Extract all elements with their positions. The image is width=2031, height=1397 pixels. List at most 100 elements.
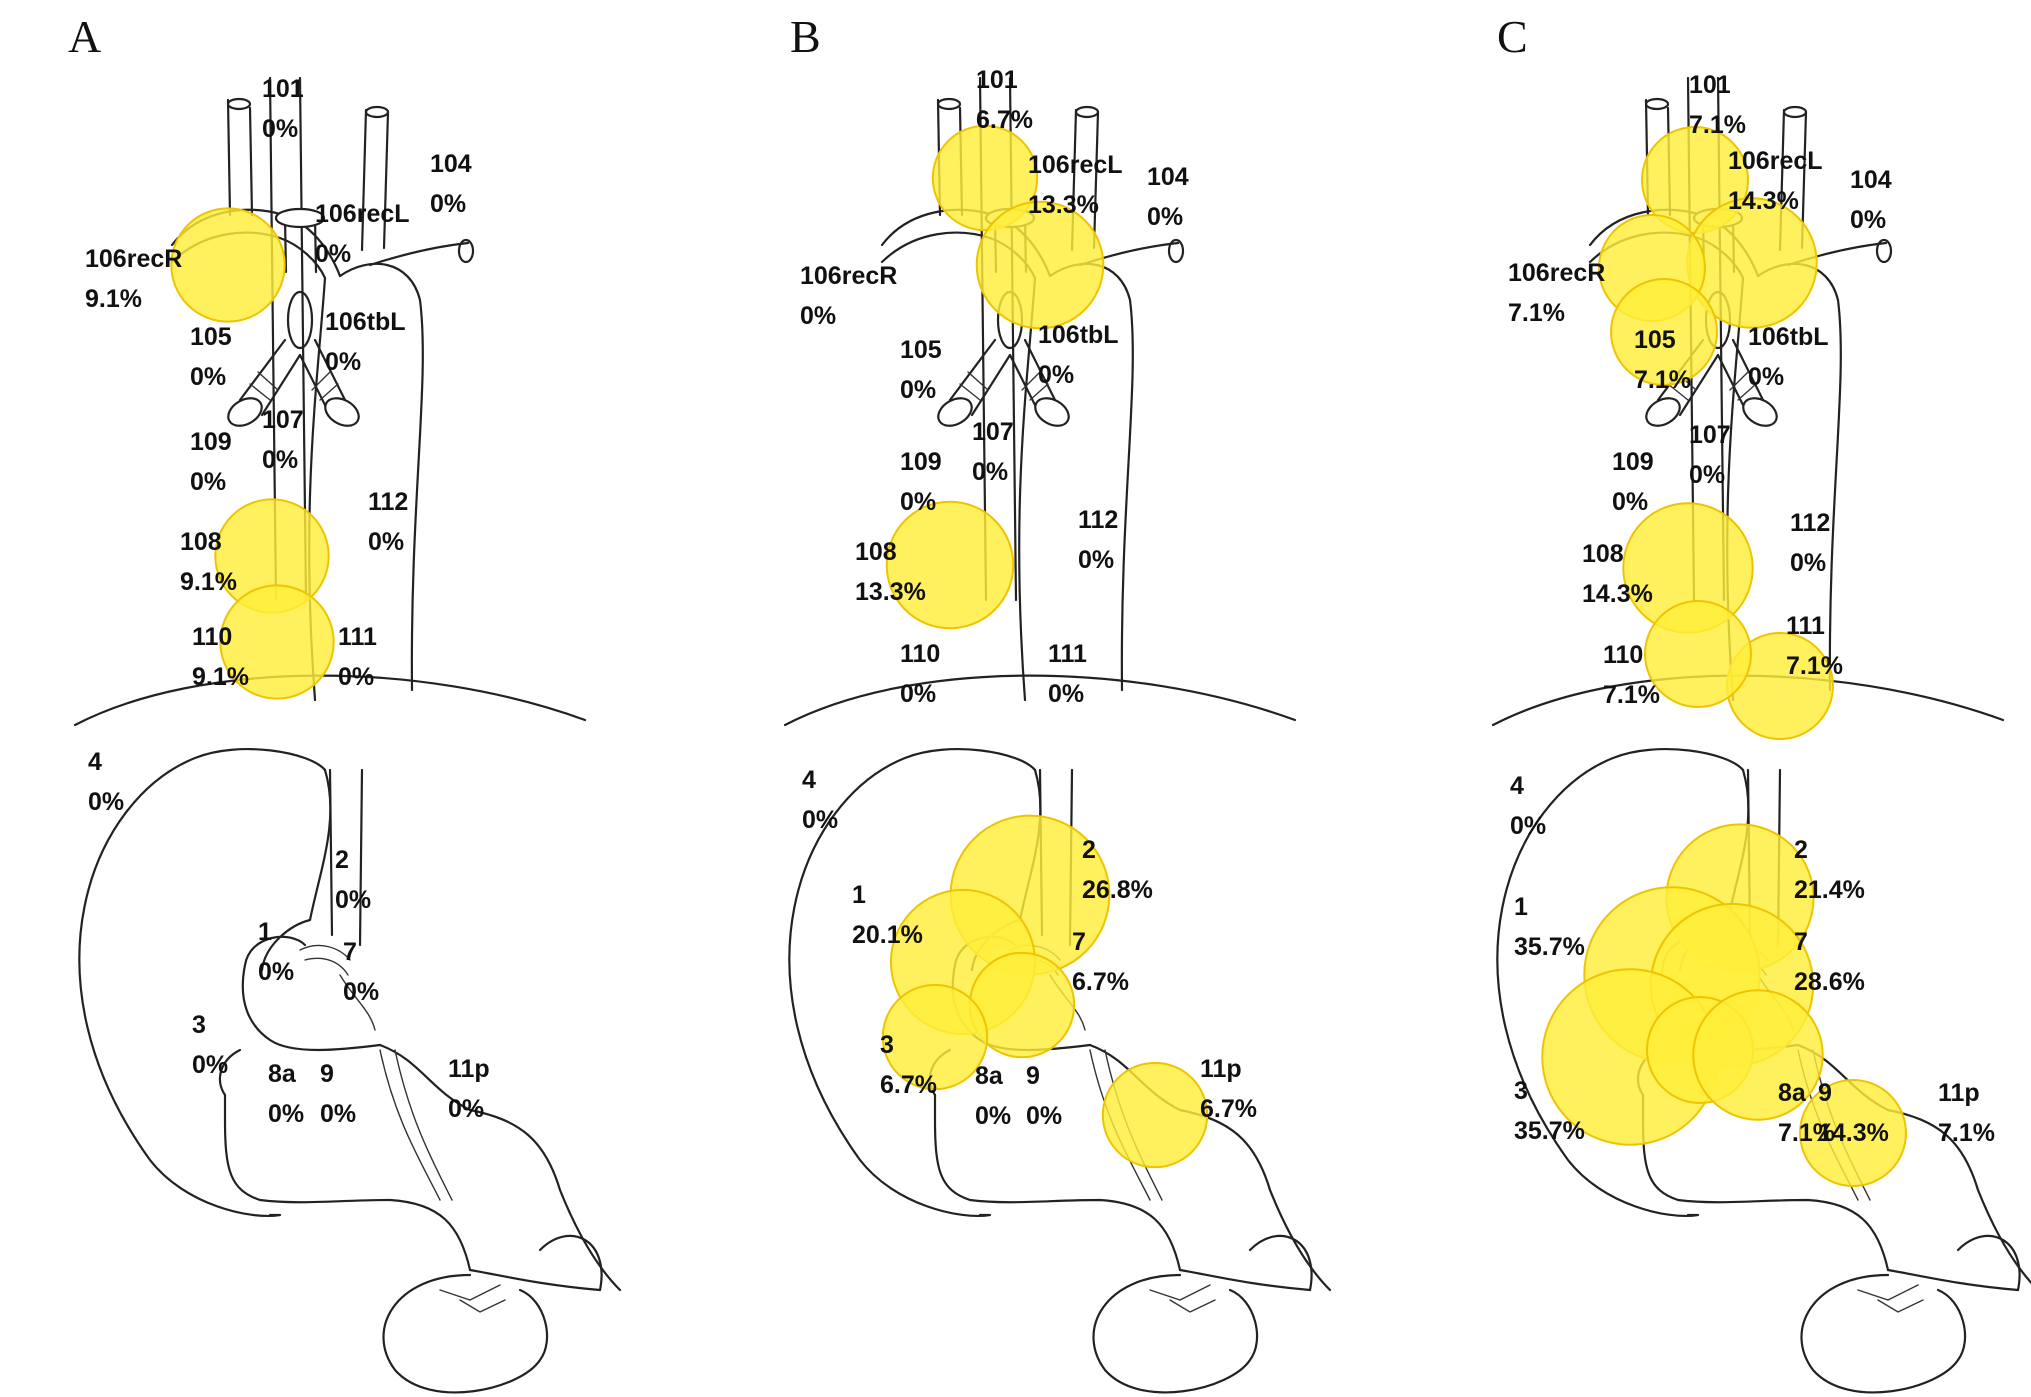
station-percent-110: 7.1% <box>1603 681 1660 709</box>
station-label-101: 101 <box>262 75 304 103</box>
station-label-101: 101 <box>1689 71 1731 99</box>
station-percent-8a: 0% <box>975 1102 1011 1130</box>
station-percent-107: 0% <box>972 458 1008 486</box>
station-percent-4: 0% <box>1510 812 1546 840</box>
station-percent-9: 0% <box>1026 1102 1062 1130</box>
station-label-104: 104 <box>1850 166 1892 194</box>
station-percent-101: 0% <box>262 115 298 143</box>
panel-c: C1017.1%106recL14.3%1040%106recR7.1%1057… <box>1491 11 2031 1394</box>
station-percent-101: 6.7% <box>976 106 1033 134</box>
station-percent-9: 14.3% <box>1818 1119 1889 1147</box>
station-label-111: 111 <box>1048 640 1087 668</box>
station-percent-106tbL: 0% <box>325 348 361 376</box>
station-label-106recR: 106recR <box>1508 259 1605 287</box>
station-label-106recL: 106recL <box>1028 151 1123 179</box>
station-label-9: 9 <box>1026 1062 1040 1090</box>
station-percent-105: 7.1% <box>1634 366 1691 394</box>
station-percent-104: 0% <box>1147 203 1183 231</box>
station-label-1: 1 <box>1514 893 1528 921</box>
station-label-104: 104 <box>1147 163 1189 191</box>
station-label-101: 101 <box>976 66 1018 94</box>
station-percent-8a: 0% <box>268 1100 304 1128</box>
panel-b: B1016.7%106recL13.3%1040%106recR0%1050%1… <box>783 11 1332 1394</box>
station-percent-8a: 7.1% <box>1778 1119 1835 1147</box>
node-circle-110 <box>1644 600 1752 708</box>
station-percent-3: 6.7% <box>880 1071 937 1099</box>
station-label-109: 109 <box>1612 448 1654 476</box>
station-label-107: 107 <box>262 406 304 434</box>
station-label-2: 2 <box>335 846 349 874</box>
station-label-109: 109 <box>190 428 232 456</box>
station-label-7: 7 <box>1072 928 1086 956</box>
station-label-106tbL: 106tbL <box>1748 323 1829 351</box>
station-percent-106recR: 9.1% <box>85 285 142 313</box>
station-percent-112: 0% <box>368 528 404 556</box>
station-label-106tbL: 106tbL <box>1038 321 1119 349</box>
station-percent-11p: 0% <box>448 1095 484 1123</box>
station-label-1: 1 <box>852 881 866 909</box>
station-label-11p: 11p <box>1938 1079 1980 1107</box>
node-circle-105 <box>1610 278 1718 386</box>
panel-a: A1010%1040%106recL0%106recR9.1%1050%106t… <box>68 11 622 1394</box>
station-percent-105: 0% <box>190 363 226 391</box>
station-label-8a: 8a <box>268 1060 297 1088</box>
station-label-110: 110 <box>1603 641 1643 669</box>
station-label-107: 107 <box>1689 421 1731 449</box>
station-percent-11p: 7.1% <box>1938 1119 1995 1147</box>
node-circle-106recR <box>170 207 286 323</box>
station-percent-1: 20.1% <box>852 921 923 949</box>
node-circle-11p <box>1101 1061 1209 1169</box>
station-percent-3: 0% <box>192 1051 228 1079</box>
station-percent-101: 7.1% <box>1689 111 1746 139</box>
station-percent-9: 0% <box>320 1100 356 1128</box>
station-label-109: 109 <box>900 448 942 476</box>
station-percent-106recR: 0% <box>800 302 836 330</box>
station-label-7: 7 <box>1794 928 1808 956</box>
station-percent-2: 0% <box>335 886 371 914</box>
station-percent-1: 0% <box>258 958 294 986</box>
station-label-4: 4 <box>802 766 816 794</box>
station-label-105: 105 <box>1634 326 1676 354</box>
station-label-2: 2 <box>1794 836 1808 864</box>
station-label-108: 108 <box>1582 540 1624 568</box>
node-circle-11p <box>1799 1079 1907 1187</box>
station-percent-104: 0% <box>1850 206 1886 234</box>
station-percent-110: 0% <box>900 680 936 708</box>
station-label-1: 1 <box>258 918 272 946</box>
node-circle-3 <box>881 983 989 1091</box>
station-percent-104: 0% <box>430 190 466 218</box>
station-percent-111: 0% <box>338 663 374 691</box>
station-label-106recR: 106recR <box>800 262 897 290</box>
station-label-106recL: 106recL <box>1728 147 1823 175</box>
station-label-112: 112 <box>368 488 408 516</box>
station-label-104: 104 <box>430 150 472 178</box>
station-percent-7: 6.7% <box>1072 968 1129 996</box>
panel-letter: A <box>68 11 101 62</box>
node-circle-106recL <box>975 200 1105 330</box>
station-percent-108: 13.3% <box>855 578 926 606</box>
station-label-110: 110 <box>900 640 940 668</box>
station-percent-107: 0% <box>262 446 298 474</box>
station-label-7: 7 <box>343 938 357 966</box>
anatomy-drawing <box>73 76 622 1394</box>
station-label-107: 107 <box>972 418 1014 446</box>
station-label-3: 3 <box>1514 1077 1528 1105</box>
station-label-111: 111 <box>338 623 377 651</box>
station-label-108: 108 <box>180 528 222 556</box>
station-percent-106recL: 0% <box>315 240 351 268</box>
station-label-3: 3 <box>880 1031 894 1059</box>
station-percent-2: 26.8% <box>1082 876 1153 904</box>
station-label-11p: 11p <box>1200 1055 1242 1083</box>
station-label-9: 9 <box>320 1060 334 1088</box>
station-percent-1: 35.7% <box>1514 933 1585 961</box>
station-label-4: 4 <box>88 748 102 776</box>
station-label-8a: 8a <box>975 1062 1004 1090</box>
node-circle-9 <box>1692 989 1824 1121</box>
station-label-8a: 8a <box>1778 1079 1807 1107</box>
station-percent-106recR: 7.1% <box>1508 299 1565 327</box>
station-percent-109: 0% <box>190 468 226 496</box>
node-circle-108 <box>885 500 1015 630</box>
station-label-106recL: 106recL <box>315 200 410 228</box>
station-percent-111: 0% <box>1048 680 1084 708</box>
